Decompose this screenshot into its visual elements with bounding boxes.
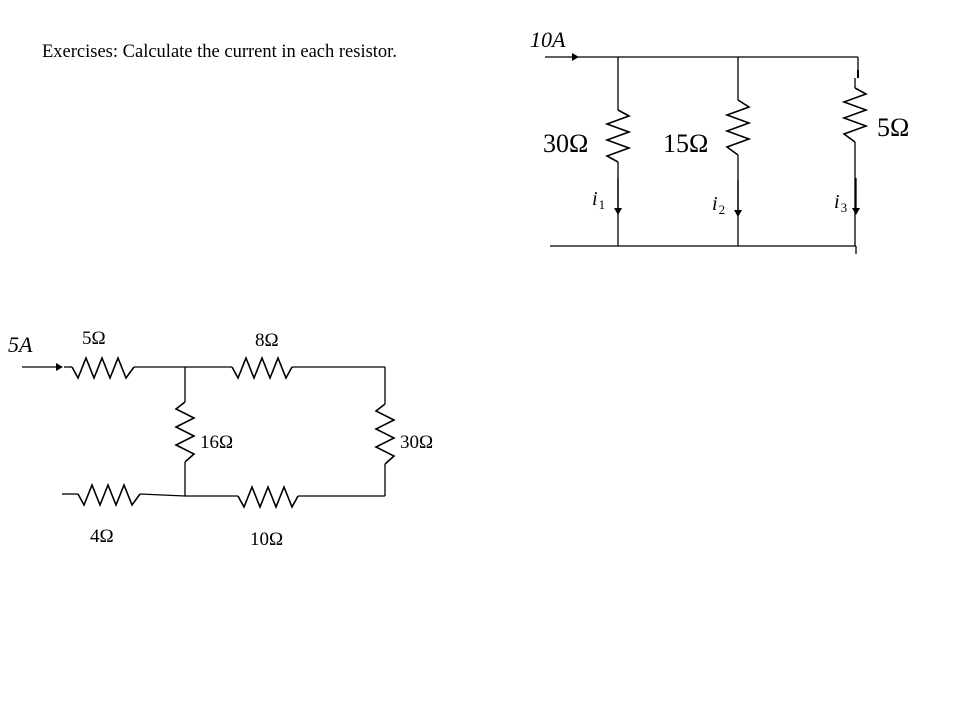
resistor-15-ohm	[724, 99, 752, 156]
resistor-5-ohm	[841, 87, 869, 143]
label-4-ohm: 4Ω	[90, 526, 114, 547]
label-15-ohm: 15Ω	[663, 129, 708, 158]
current-label-i3: i3	[834, 191, 847, 215]
label-5-ohm: 5Ω	[877, 113, 909, 142]
wire-4-ohm-right	[139, 493, 186, 497]
label-30-ohm-2: 30Ω	[400, 432, 433, 453]
resistor-5-ohm-series	[71, 355, 135, 381]
resistor-8-ohm	[231, 355, 293, 381]
label-5-ohm-series: 5Ω	[82, 328, 106, 349]
resistor-30-ohm	[374, 403, 396, 465]
label-30-ohm: 30Ω	[543, 129, 588, 158]
current-label-i2: i2	[712, 193, 725, 217]
resistor-4-ohm	[77, 482, 141, 508]
resistor-10-ohm	[237, 484, 299, 510]
ladder-circuit: 5A 5Ω 8Ω 16Ω 30Ω 4Ω 10Ω	[8, 328, 433, 550]
parallel-circuit: 10A 30Ω i1 15Ω i2 5Ω i3	[530, 27, 909, 254]
label-8-ohm: 8Ω	[255, 330, 279, 351]
source-current-label-10a: 10A	[530, 27, 566, 52]
label-10-ohm: 10Ω	[250, 529, 283, 550]
resistor-30-ohm	[604, 109, 632, 163]
current-label-i1: i1	[592, 188, 605, 212]
source-current-label-5a: 5A	[8, 332, 33, 357]
exercise-title: Exercises: Calculate the current in each…	[42, 42, 397, 62]
resistor-16-ohm	[174, 401, 196, 463]
label-16-ohm: 16Ω	[200, 432, 233, 453]
